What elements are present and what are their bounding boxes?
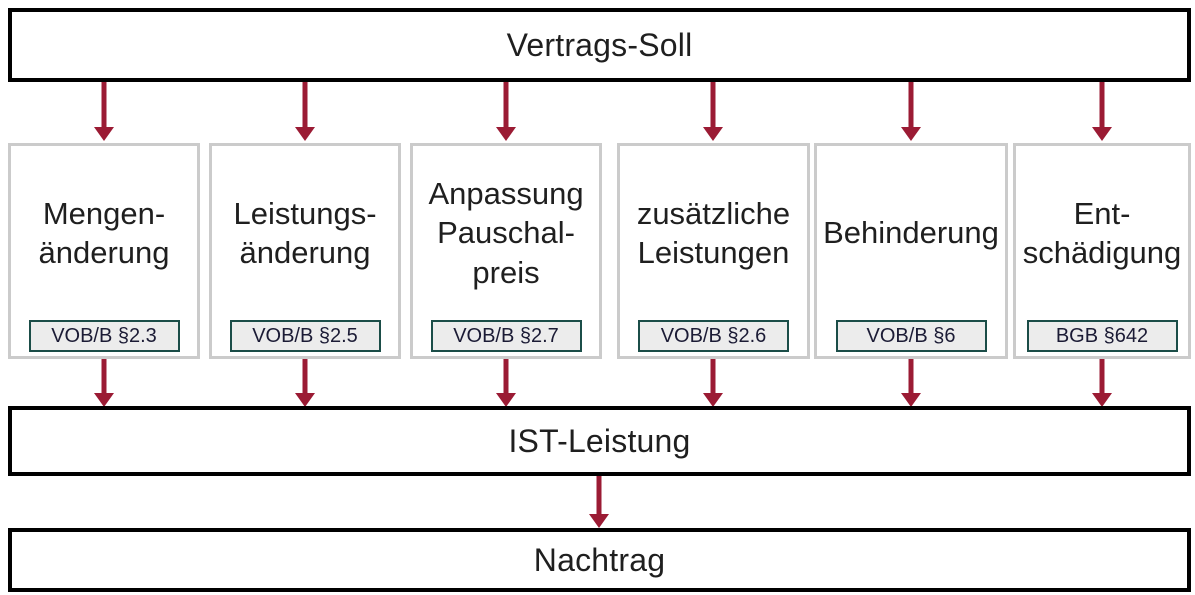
box-label: Behinderung [823,215,999,251]
box-label: Ent- schädigung [1022,195,1182,270]
law-badge: VOB/B §2.3 [28,320,180,352]
flow-box-mengenaenderung: Mengen- änderung VOB/B §2.3 [8,143,200,359]
flow-box-anpassung-pauschalpreis: Anpassung Pauschal- preis VOB/B §2.7 [410,143,602,359]
arrow-down-icon [295,82,315,141]
flow-box-zusaetzliche-leistungen: zusätzliche Leistungen VOB/B §2.6 [617,143,810,359]
law-badge: VOB/B §6 [835,320,987,352]
box-label: Mengen- änderung [38,195,170,270]
box-label: zusätzliche Leistungen [636,195,791,270]
arrow-down-icon [901,359,921,407]
arrow-down-icon [94,82,114,141]
arrow-down-icon [703,82,723,141]
flow-box-behinderung: Behinderung VOB/B §6 [814,143,1008,359]
law-badge: BGB §642 [1026,320,1178,352]
arrow-down-icon [1092,359,1112,407]
nachtrag-bar: Nachtrag [8,528,1191,592]
arrow-down-icon [589,476,609,528]
ist-leistung-bar: IST-Leistung [8,406,1191,476]
ist-leistung-label: IST-Leistung [508,422,691,459]
law-badge: VOB/B §2.5 [229,320,381,352]
arrow-down-icon [94,359,114,407]
law-badge: VOB/B §2.6 [638,320,789,352]
law-badge: VOB/B §2.7 [430,320,582,352]
arrow-down-icon [496,359,516,407]
vertrags-soll-bar: Vertrags-Soll [8,8,1191,82]
nachtrag-label: Nachtrag [533,541,666,578]
arrow-down-icon [1092,82,1112,141]
box-label: Anpassung Pauschal- preis [428,176,584,290]
arrow-down-icon [703,359,723,407]
arrow-down-icon [295,359,315,407]
vertrags-soll-label: Vertrags-Soll [506,26,693,63]
box-label: Leistungs- änderung [233,195,377,270]
flow-box-leistungsaenderung: Leistungs- änderung VOB/B §2.5 [209,143,401,359]
arrow-down-icon [496,82,516,141]
arrow-down-icon [901,82,921,141]
flow-box-entschaedigung: Ent- schädigung BGB §642 [1013,143,1191,359]
